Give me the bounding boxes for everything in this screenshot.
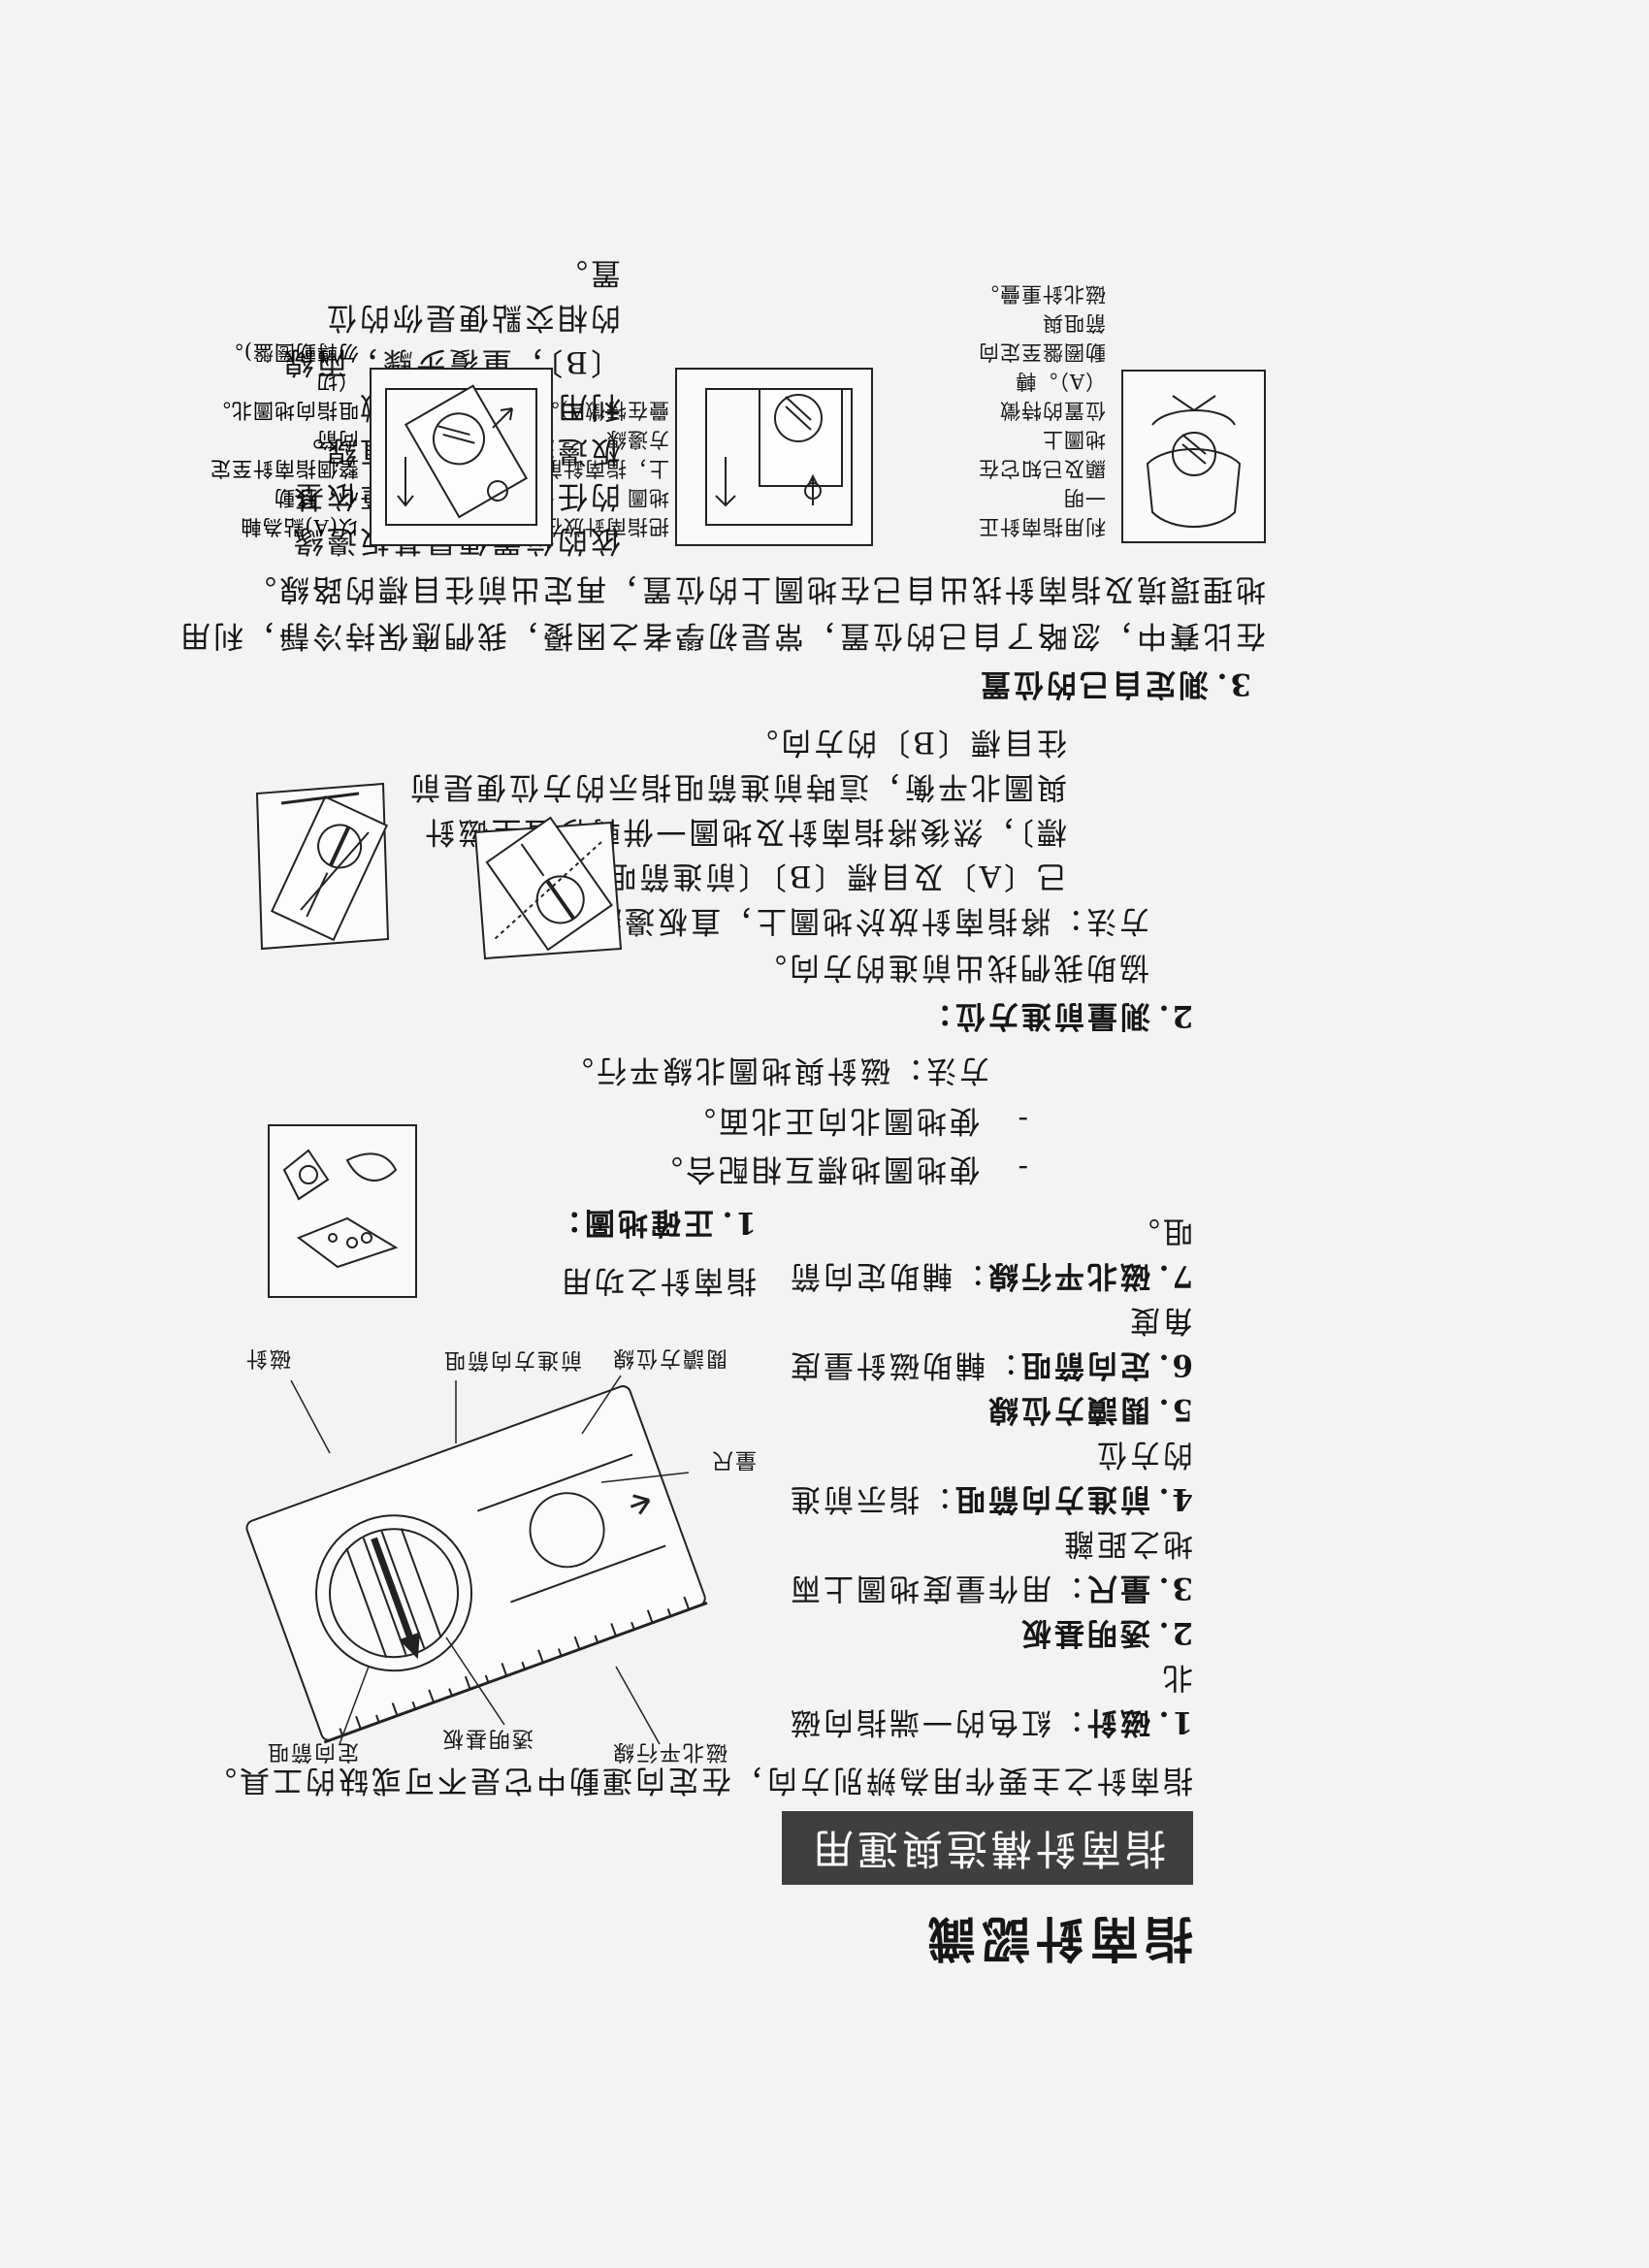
list-item: 7.磁北平行線：輔助定向箭咀。	[788, 1214, 1193, 1293]
section-1-title: 1.正確地圖：	[549, 1205, 757, 1240]
spacer-2	[1066, 542, 1067, 543]
list-item: 1.磁針：紅色的一端指向磁北	[788, 1660, 1193, 1739]
ruler-ticks	[339, 1596, 691, 1736]
position-figure-b-caption: 把指南針放在地圖 上，指南針前方邊線 疊在特徵A)。	[537, 399, 669, 538]
magnifier-circle	[529, 1492, 605, 1569]
orienting-map-figure	[268, 1124, 417, 1298]
list-item: 3.量尺：用作量度地圖上兩地之距離	[788, 1526, 1193, 1605]
baseplate-label: 透明基板	[439, 1726, 534, 1750]
section-1-bullet-1: -使地圖地標互相配合。	[650, 1151, 1028, 1186]
compass-illustration	[245, 1375, 708, 1745]
section-3-paragraph: 在比賽中，忽略了自己的位置，常是初學者之困擾，我們應保持冷靜，利用	[178, 618, 1266, 653]
section-1-bullet-2: -使地圖北向正北面。	[683, 1103, 1028, 1138]
section-3-paragraph: 地理環境及指南針找出自己在地圖上的位置，再定出前往目標的路線。	[243, 571, 1266, 606]
ruler-label: 量尺	[709, 1447, 757, 1472]
needle-shape	[371, 1537, 417, 1649]
section-2-title: 2.測量前進方位：	[920, 998, 1193, 1033]
section-3-title: 3.測定自己的位置	[978, 666, 1251, 701]
position-figure-a-caption: 利用指南針正一明 顯及已知它在地圖上 位置的特徵（A）。轉 動圈盤至定向箭咀與 …	[978, 282, 1106, 538]
list-item: 2.透明基板	[1018, 1615, 1193, 1650]
section-2-line: 與圖北平衡，這時前進箭咀指示的方位便是前	[407, 769, 1067, 804]
bearing-line-label: 閱讀方位線	[610, 1345, 728, 1370]
list-item: 6.定向箭咀：輔助磁針量度角度	[788, 1303, 1193, 1382]
section-banner: 指南針構造與運用	[781, 1811, 1193, 1885]
list-item: 5.閱讀方位線	[986, 1392, 1193, 1427]
list-item: 4.前進方向箭咀：指示前進的方位	[788, 1437, 1193, 1516]
bearing-figure-2	[466, 813, 630, 978]
travel-arrow-label: 前進方向箭咀	[441, 1347, 582, 1372]
orienting-arrow-label: 定向箭咀	[265, 1739, 359, 1764]
bezel-ring	[315, 1514, 473, 1672]
section-2-line: 往目標〔B〕的方向。	[745, 725, 1067, 760]
section-1-method: 方法：磁針與地圖北線平行。	[561, 1053, 989, 1087]
parts-list: 1.磁針：紅色的一端指向磁北 2.透明基板 3.量尺：用作量度地圖上兩地之距離 …	[786, 1209, 1193, 1744]
needle-label: 磁針	[243, 1345, 291, 1370]
meridian-lines-label: 磁北平行線	[610, 1739, 728, 1764]
page-title: 指南針認識	[922, 1910, 1193, 1967]
position-figure-a	[1121, 370, 1266, 543]
position-figure-b	[675, 368, 873, 546]
bearing-figure-1	[252, 774, 398, 978]
section-2-line: 協助我們找出前進的方向。	[754, 950, 1149, 985]
compass-diagram: 透明基板 定向箭咀 磁北平行線 量尺 閱讀方位線 前進方向箭咀 磁針	[223, 1345, 757, 1764]
uses-heading: 指南針之功用	[559, 1263, 757, 1298]
